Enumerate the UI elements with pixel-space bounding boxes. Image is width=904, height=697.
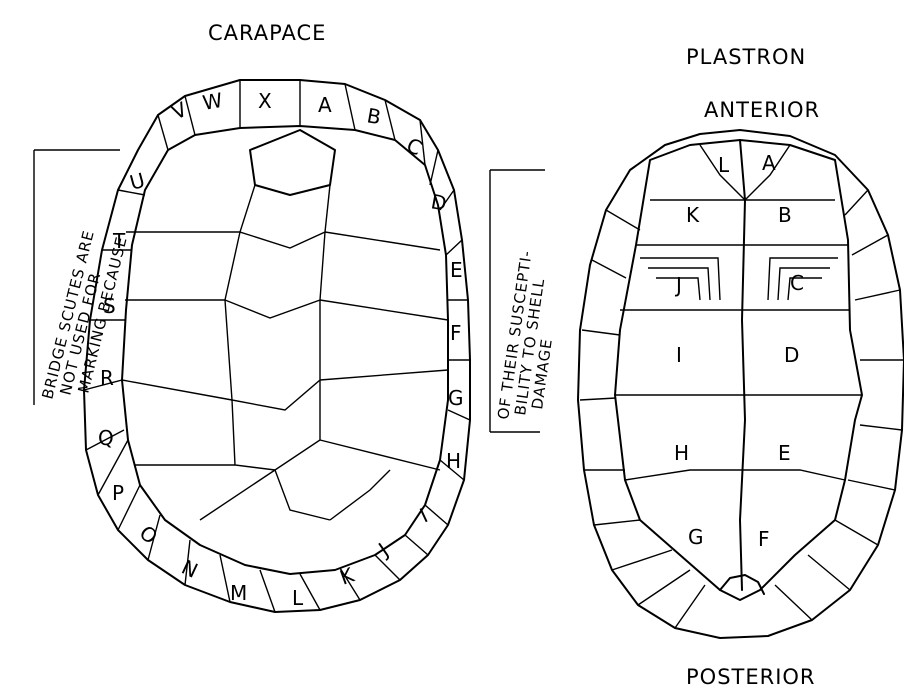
plastron-scute-label: B <box>778 203 792 227</box>
anterior-label: ANTERIOR <box>704 98 820 122</box>
carapace-scute-label: G <box>448 386 464 410</box>
carapace-scute-label: O <box>135 520 162 549</box>
plastron-scute-label: C <box>790 271 804 295</box>
plastron-heading: PLASTRON <box>686 45 806 69</box>
plastron-midline <box>740 140 745 590</box>
carapace-scute-label: A <box>318 93 332 117</box>
carapace-scute-label: Q <box>98 426 114 450</box>
plastron-scute-label: I <box>676 343 682 367</box>
carapace-scute-label: U <box>127 168 147 195</box>
carapace-scute-label: D <box>429 189 448 215</box>
carapace-scute-label: V <box>168 97 191 125</box>
plastron-scute-labels: L A K B J C I D H E G F <box>674 151 804 551</box>
plastron-drawing <box>578 130 904 638</box>
carapace-scute-label: L <box>292 586 304 610</box>
carapace-scute-label: N <box>178 555 202 583</box>
carapace-scute-label: H <box>446 449 461 473</box>
carapace-scute-label: W <box>201 88 225 115</box>
plastron-scute-label: E <box>778 441 791 465</box>
carapace-heading: CARAPACE <box>208 21 326 45</box>
carapace-scute-label: R <box>100 366 114 390</box>
plastron-scute-label: J <box>674 273 682 297</box>
carapace-scute-label: B <box>365 103 383 129</box>
carapace-scute-label: E <box>450 258 463 282</box>
plastron-scute-label: A <box>762 151 776 175</box>
plastron-scute-label: K <box>686 203 700 227</box>
posterior-label: POSTERIOR <box>686 665 816 689</box>
carapace-nuchal-vertebral <box>250 130 335 195</box>
carapace-scute-label: X <box>258 89 272 113</box>
plastron-scute-label: F <box>758 527 770 551</box>
plastron-scute-label: L <box>718 153 730 177</box>
carapace-scute-label: F <box>450 321 462 345</box>
plastron-scute-label: G <box>688 525 704 549</box>
carapace-scute-label: M <box>230 581 247 605</box>
carapace-scute-label: P <box>112 481 124 505</box>
plastron-scute-label: D <box>784 343 799 367</box>
carapace-scute-label: K <box>337 562 358 589</box>
carapace-scute-label: J <box>372 538 392 562</box>
carapace-scute-labels: V W X A B C D E F G H I J K L M N O P Q … <box>98 88 464 610</box>
plastron-scute-label: H <box>674 441 689 465</box>
plastron-inner-outline <box>615 140 862 600</box>
